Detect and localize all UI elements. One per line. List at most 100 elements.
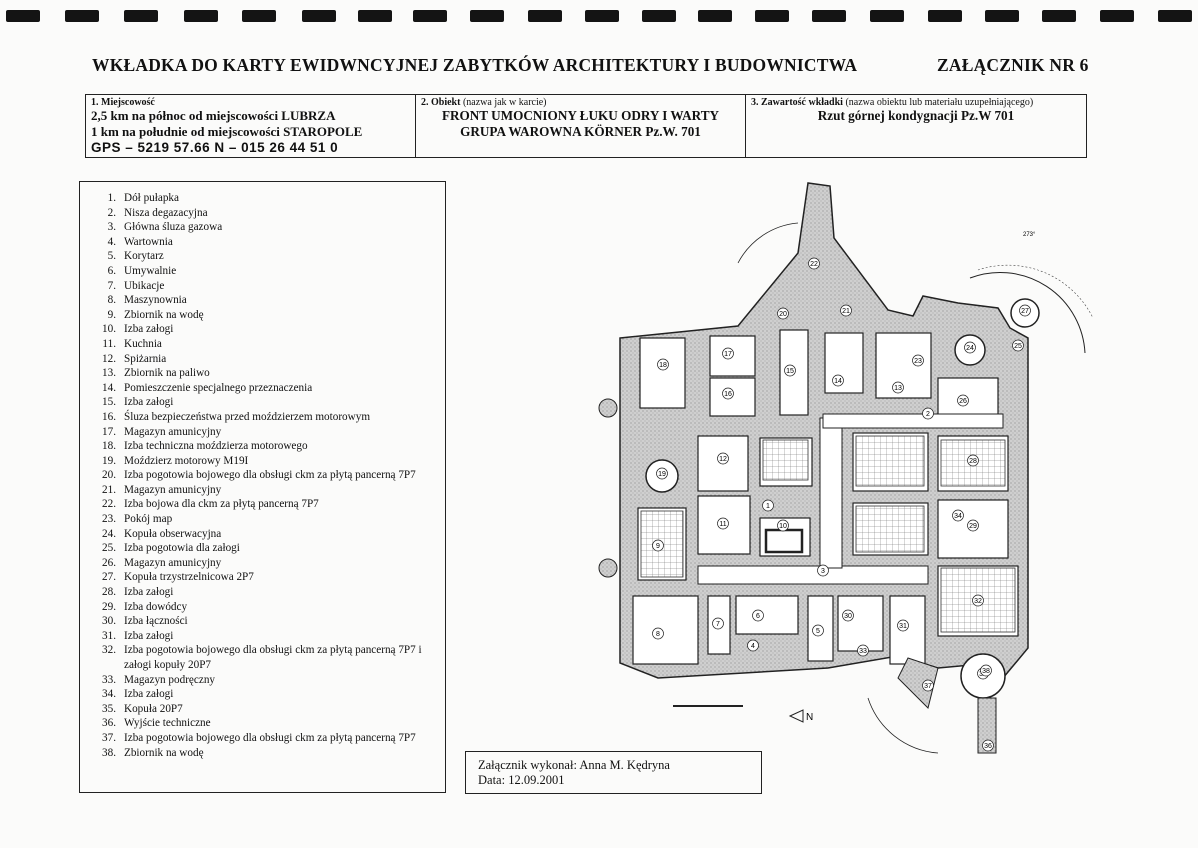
legend-number: 19.	[102, 454, 116, 467]
credit-date: Data: 12.09.2001	[478, 773, 565, 787]
legend-item: 8. Maszynownia	[88, 293, 439, 308]
binding-hole	[184, 10, 218, 22]
legend-item: 13. Zbiornik na paliwo	[88, 366, 439, 381]
legend-number: 9.	[107, 308, 116, 321]
binding-hole	[1042, 10, 1076, 22]
legend-number: 23.	[102, 513, 116, 526]
legend-text: Dół pułapka	[124, 192, 179, 204]
binding-hole	[65, 10, 99, 22]
room-number: 27	[1021, 308, 1029, 315]
room-number-marker	[722, 387, 734, 400]
legend-text: Izba bojowa dla ckm za płytą pancerną 7P…	[124, 498, 319, 511]
room-number: 23	[914, 358, 922, 365]
legend-item: 32. Izba pogotowia bojowego dla obsługi c…	[88, 643, 439, 672]
legend-text: Śluza bezpieczeństwa przed moździerzem m…	[124, 410, 371, 423]
legend-number: 8.	[107, 294, 116, 307]
location-label: 1. Miejscowość	[91, 97, 155, 108]
legend-number: 6.	[107, 264, 116, 277]
legend-number: 29.	[102, 600, 116, 613]
contents-line1: Rzut górnej kondygnacji Pz.W 701	[817, 108, 1015, 123]
location-line2: 1 km na południe od miejscowości STAROPO…	[91, 124, 363, 139]
legend-item: 28.Izba załogi	[88, 585, 439, 600]
contents-label: 3. Zawartość wkładki (nazwa obiektu lub …	[751, 97, 1034, 108]
legend-text: Magazyn amunicyjny	[124, 556, 222, 569]
room-number: 12	[719, 456, 727, 463]
room-number-marker	[922, 679, 934, 692]
legend-text: Izba pogotowia bojowego dla obsługi ckm …	[124, 644, 422, 671]
legend-text: Izba pogotowia bojowego dla obsługi ckm …	[124, 731, 416, 744]
legend-item: 26. Magazyn amunicyjny	[88, 556, 439, 571]
legend-item: 33.Magazyn podręczny	[88, 673, 439, 688]
dimension-label: 273°	[1023, 232, 1036, 238]
legend-number: 11.	[102, 337, 116, 350]
room-number-marker	[652, 627, 664, 640]
annex-label: ZAŁĄCZNIK NR 6	[937, 55, 1089, 75]
location-line1: 2,5 km na północ od miejscowości LUBRZA	[91, 108, 336, 123]
binding-hole	[698, 10, 732, 22]
room-number-marker	[656, 467, 668, 480]
legend-text: Zbiornik na wodę	[124, 308, 204, 321]
room-number: 21	[842, 308, 850, 315]
legend-text: Zbiornik na paliwo	[124, 367, 210, 380]
room-number-marker	[747, 639, 759, 652]
room-number: 17	[724, 351, 732, 358]
legend-item: 12. Spiżarnia	[88, 352, 439, 367]
room-number: 14	[834, 378, 842, 385]
legend-item: 23.Pokój map	[88, 512, 439, 527]
legend-number: 26.	[102, 556, 116, 569]
legend-item: 1.Dół pułapka	[88, 191, 439, 206]
legend-number: 25.	[102, 542, 116, 555]
binding-hole	[928, 10, 962, 22]
room-number-marker	[652, 539, 664, 552]
legend-text: Spiżarnia	[124, 352, 167, 365]
legend-number: 12.	[102, 352, 116, 365]
room-number: 28	[969, 458, 977, 465]
legend-number: 32.	[102, 644, 116, 657]
legend-number: 20.	[102, 469, 116, 482]
legend-number: 7.	[107, 279, 116, 292]
legend-item: 15.Izba załogi	[88, 395, 439, 410]
contents-cell: 3. Zawartość wkładki (nazwa obiektu lub …	[746, 95, 1086, 157]
room-number: 25	[1014, 343, 1022, 350]
legend-text: Magazyn podręczny	[124, 673, 216, 686]
legend-number: 28.	[102, 586, 116, 599]
legend-text: Pomieszczenie specjalnego przeznaczenia	[124, 381, 313, 394]
legend-text: Maszynownia	[124, 294, 187, 307]
room-number-marker	[712, 617, 724, 630]
location-cell: 1. Miejscowość 2,5 km na północ od miejs…	[86, 95, 416, 157]
room-number-marker	[752, 609, 764, 622]
legend-item: 25.Izba pogotowia dla załogi	[88, 541, 439, 556]
legend-item: 4.Wartownia	[88, 235, 439, 250]
legend-number: 13.	[102, 367, 116, 380]
object-label: 2. Obiekt (nazwa jak w karcie)	[421, 97, 547, 108]
room-number: 8	[656, 631, 660, 638]
legend-text: Kopuła obserwacyjna	[124, 527, 222, 540]
binding-hole	[1158, 10, 1192, 22]
legend-text: Ubikacje	[124, 279, 165, 292]
legend-number: 37.	[102, 731, 116, 744]
binding-hole	[124, 10, 158, 22]
legend-text: Wyjście techniczne	[124, 717, 211, 730]
legend-text: Izba techniczna moździerza motorowego	[124, 440, 308, 453]
legend-number: 10.	[102, 323, 116, 336]
legend-number: 24.	[102, 527, 116, 540]
room-number-marker	[812, 624, 824, 637]
room-number-marker	[912, 354, 924, 367]
room-number-marker	[808, 257, 820, 270]
legend-text: Nisza degazacyjna	[124, 206, 208, 219]
legend-item: 3.Główna śluza gazowa	[88, 220, 439, 235]
legend-item: 9. Zbiornik na wodę	[88, 308, 439, 323]
binding-hole	[812, 10, 846, 22]
room-number: 24	[966, 345, 974, 352]
binding-hole	[642, 10, 676, 22]
binding-hole	[470, 10, 504, 22]
binding-hole	[302, 10, 336, 22]
legend-number: 21.	[102, 483, 116, 496]
room-number: 36	[984, 743, 992, 750]
legend-item: 6.Umywalnie	[88, 264, 439, 279]
room-number: 30	[844, 613, 852, 620]
room-number-marker	[817, 564, 829, 577]
legend-item: 17.Magazyn amunicyjny	[88, 425, 439, 440]
binding-hole	[585, 10, 619, 22]
room-number: 11	[719, 521, 726, 528]
